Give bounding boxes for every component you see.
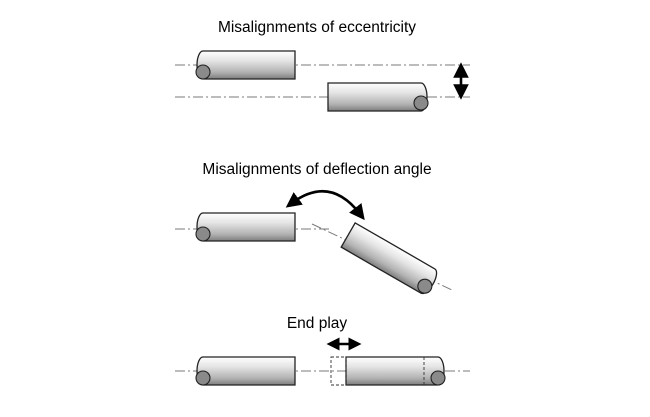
eccentricity-title: Misalignments of eccentricity bbox=[218, 19, 416, 36]
tilted-shaft-end-cap bbox=[417, 278, 433, 294]
left-shaft-end-play bbox=[195, 356, 296, 386]
left-shaft-deflection-end-cap bbox=[195, 226, 211, 242]
end-play-title: End play bbox=[287, 315, 348, 332]
left-shaft-deflection bbox=[195, 212, 296, 242]
deflection-title: Misalignments of deflection angle bbox=[202, 161, 431, 178]
left-shaft-end-play-end-cap bbox=[195, 370, 211, 386]
right-shaft-end-play-end-cap bbox=[430, 370, 446, 386]
eccentricity-section: Misalignments of eccentricity bbox=[175, 19, 470, 112]
left-shaft-end-cap bbox=[195, 64, 211, 80]
left-shaft bbox=[195, 50, 296, 80]
right-shaft bbox=[327, 82, 429, 112]
right-shaft-end-play bbox=[330, 356, 446, 386]
end-play-section: End play bbox=[175, 315, 470, 386]
deflection-section: Misalignments of deflection angle bbox=[175, 161, 453, 295]
deflection-angle-arrow bbox=[285, 190, 365, 221]
right-shaft-end-cap bbox=[413, 95, 429, 111]
shifted-position-outline bbox=[330, 356, 347, 386]
tilted-shaft bbox=[340, 221, 438, 295]
